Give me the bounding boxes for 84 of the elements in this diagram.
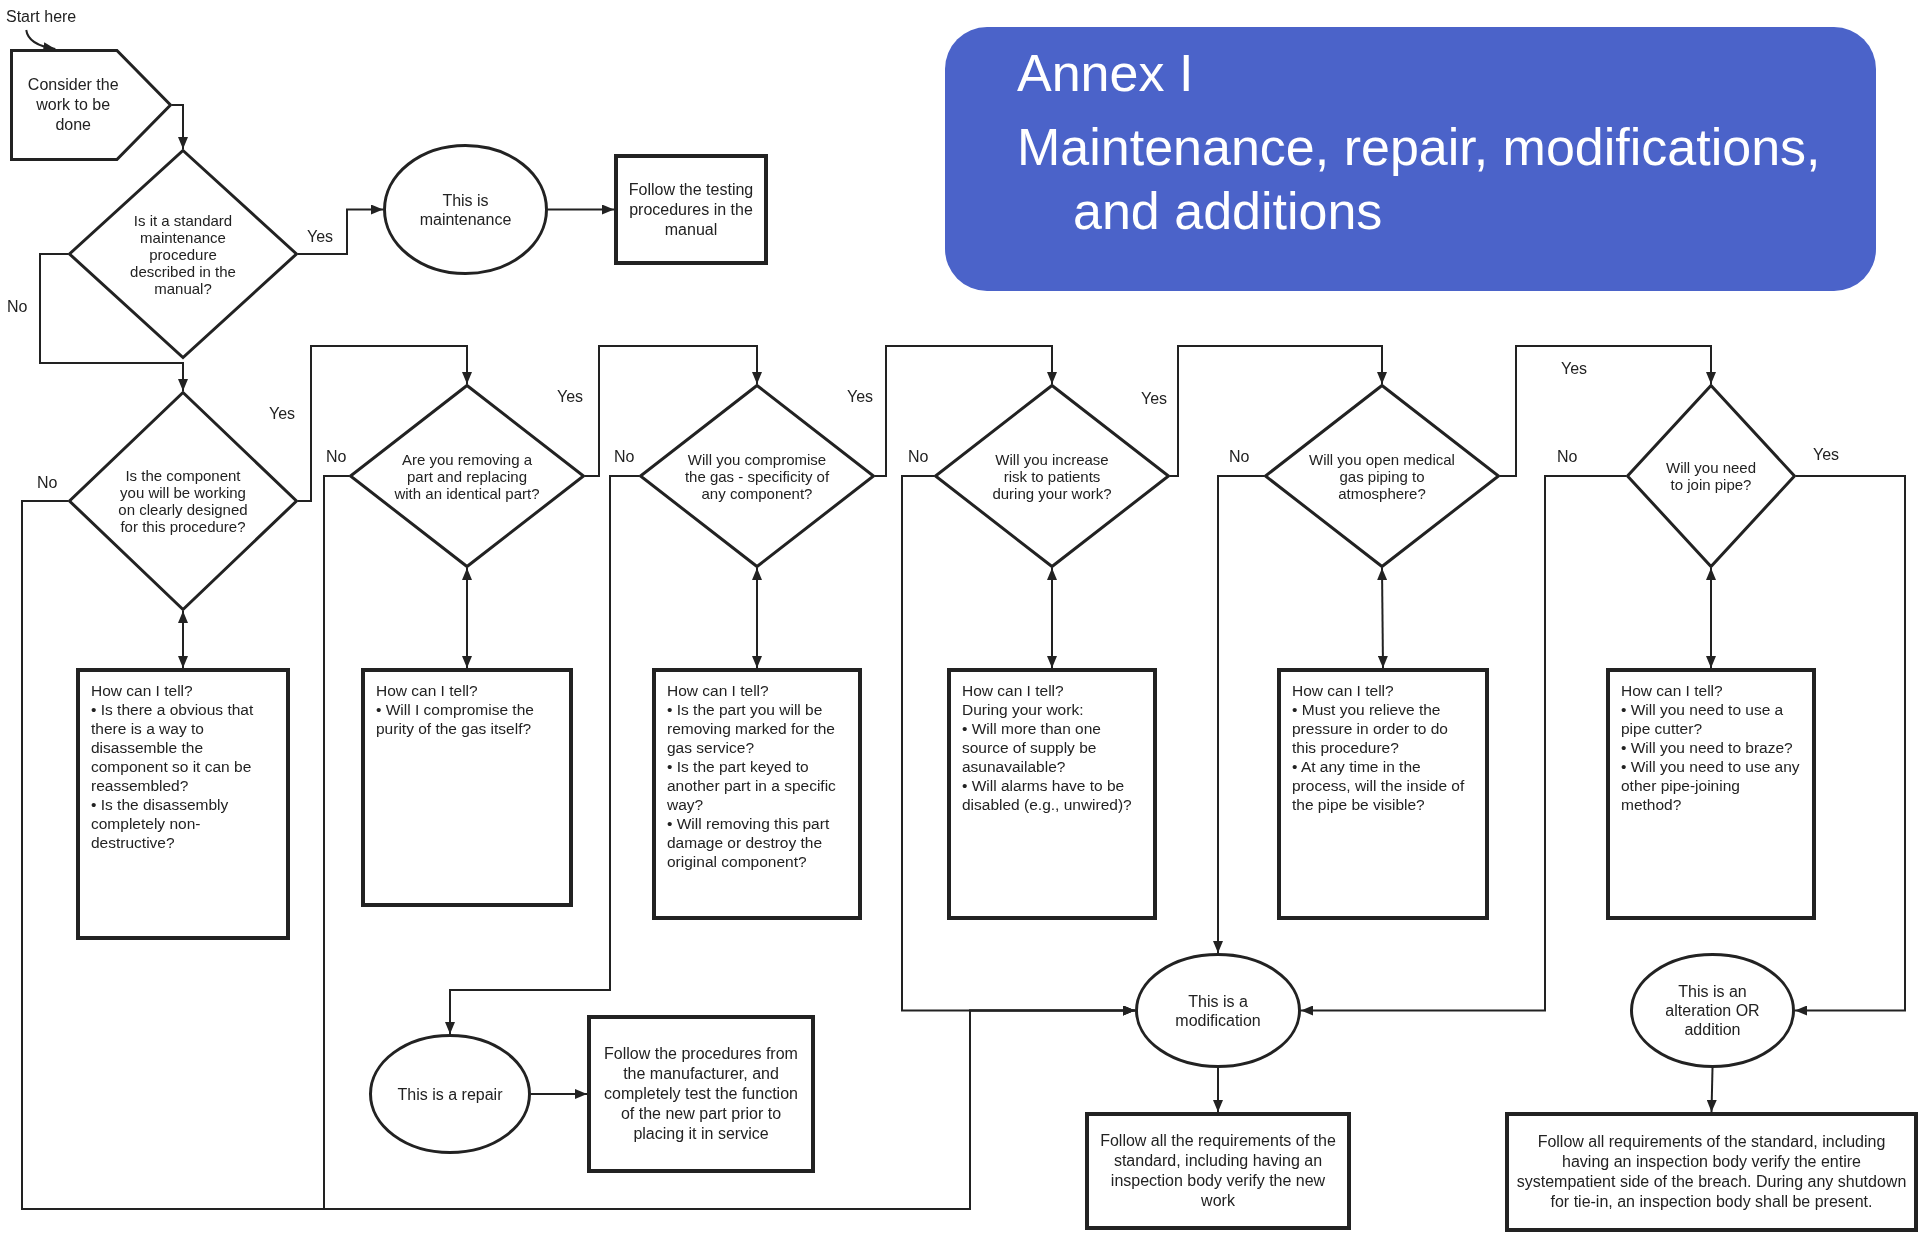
start-label: Start here xyxy=(6,4,77,30)
arrow xyxy=(445,475,640,1035)
question-text: Will you need to join pipe? xyxy=(1664,459,1757,493)
instruction-text: Follow the testing procedures in the manual xyxy=(627,179,755,240)
arrow xyxy=(1300,475,1627,1016)
banner-title: Annex I xyxy=(1017,43,1195,104)
outcome-text: This is maintenance xyxy=(418,190,513,229)
hint-heading: How can I tell? xyxy=(91,681,194,700)
outcome-ellipse xyxy=(383,144,548,275)
arrow xyxy=(178,610,188,669)
arrow xyxy=(1499,345,1716,477)
arrow xyxy=(171,104,188,150)
arrow xyxy=(297,345,472,502)
arrow xyxy=(1794,475,1906,1016)
hint-text: • Will you need to use a pipe cutter? xyxy=(1621,700,1785,738)
arrow xyxy=(874,345,1057,477)
hint-text: During your work: xyxy=(962,700,1085,719)
instruction-text: Follow the procedures from the manufacturer, and completely test the function of the new part prior to placing it in service xyxy=(603,1044,799,1144)
arrow xyxy=(1213,1067,1223,1113)
decision-diamond xyxy=(934,384,1170,568)
hint-text: • Is there a obvious that there is a way to disassemble the component so it can be reassembled? xyxy=(91,700,255,795)
banner-subtitle: Maintenance, repair, modifications, and additions xyxy=(1017,117,1822,242)
process-box xyxy=(1505,1112,1918,1232)
hint-text: • Will more than one source of supply be asunavailable? xyxy=(962,719,1102,776)
arrow xyxy=(462,567,472,669)
hint-text: • Will I compromise the purity of the gas itself? xyxy=(376,700,535,738)
question-text: Will you open medical gas piping to atmosphere? xyxy=(1308,450,1456,502)
arrow xyxy=(1706,567,1716,669)
hint-text: • Is the part keyed to another part in a specific way? xyxy=(667,757,837,814)
arrow xyxy=(1213,475,1265,954)
hint-text: • At any time in the process, will the inside of the pipe be visible? xyxy=(1292,757,1466,814)
hint-heading: How can I tell? xyxy=(1621,681,1724,700)
question-text: Are you removing a part and replacing with an identical part? xyxy=(393,450,541,502)
question-text: Is it a standard maintenance procedure described in the manual? xyxy=(129,211,237,297)
decision-diamond xyxy=(639,384,875,568)
outcome-ellipse xyxy=(369,1034,531,1154)
hint-heading: How can I tell? xyxy=(962,681,1065,700)
decision-diamond xyxy=(1626,384,1796,568)
hint-heading: How can I tell? xyxy=(667,681,770,700)
start-pentagon xyxy=(10,49,172,161)
decision-diamond xyxy=(68,391,298,611)
outcome-text: This is a modification xyxy=(1174,991,1262,1030)
question-text: Is the component you will be working on clearly designed for this procedure? xyxy=(117,467,249,535)
hint-box xyxy=(76,668,290,940)
outcome-ellipse xyxy=(1135,953,1301,1068)
hint-box xyxy=(1277,668,1489,920)
question-text: Will you compromise the gas - specificity of any component? xyxy=(683,450,831,502)
outcome-ellipse xyxy=(1630,953,1795,1068)
arrow xyxy=(584,345,762,477)
hint-heading: How can I tell? xyxy=(376,681,479,700)
hint-text: • Must you relieve the pressure in order to do this procedure? xyxy=(1292,700,1449,757)
arrow xyxy=(752,567,762,669)
arrow xyxy=(547,204,615,215)
question-text: Will you increase risk to patients during your work? xyxy=(991,450,1113,502)
arrow xyxy=(1047,567,1057,669)
hint-box xyxy=(947,668,1157,920)
arrow xyxy=(297,204,384,255)
hint-text: • Will you need to use any other pipe-joining method? xyxy=(1621,757,1801,814)
outcome-text: This is an alteration OR addition xyxy=(1664,982,1761,1039)
decision-diamond xyxy=(349,384,585,568)
process-box xyxy=(587,1015,815,1173)
instruction-text: Follow all requirements of the standard, including having an inspection body verify the entire systempatient side of the breach. During any shutdown for tie-in, an inspection body shall be present. xyxy=(1515,1132,1908,1212)
hint-text: • Will you need to braze? xyxy=(1621,738,1794,757)
hint-box xyxy=(361,668,573,907)
hint-box xyxy=(652,668,862,920)
arrow xyxy=(1169,345,1387,477)
process-box xyxy=(1085,1112,1351,1230)
hint-text: • Will alarms have to be disabled (e.g., unwired)? xyxy=(962,776,1133,814)
hint-text: • Is the disassembly completely non-destructive? xyxy=(91,795,230,852)
arrow xyxy=(1377,567,1388,669)
hint-text: • Will removing this part damage or destroy the original component? xyxy=(667,814,831,871)
title-banner xyxy=(945,27,1876,291)
arrow xyxy=(1706,1067,1717,1113)
hint-box xyxy=(1606,668,1816,920)
instruction-text: Follow all the requirements of the standard, including having an inspection body verify the new work xyxy=(1099,1131,1337,1211)
hint-heading: How can I tell? xyxy=(1292,681,1395,700)
start-text: Consider the work to be done xyxy=(26,75,120,135)
arrow xyxy=(901,475,1136,1016)
arrow xyxy=(530,1089,588,1099)
arrow xyxy=(39,253,188,392)
decision-diamond xyxy=(1264,384,1500,568)
hint-text: • Is the part you will be removing marked for the gas service? xyxy=(667,700,836,757)
outcome-text: This is a repair xyxy=(396,1084,504,1104)
process-box xyxy=(614,154,768,265)
